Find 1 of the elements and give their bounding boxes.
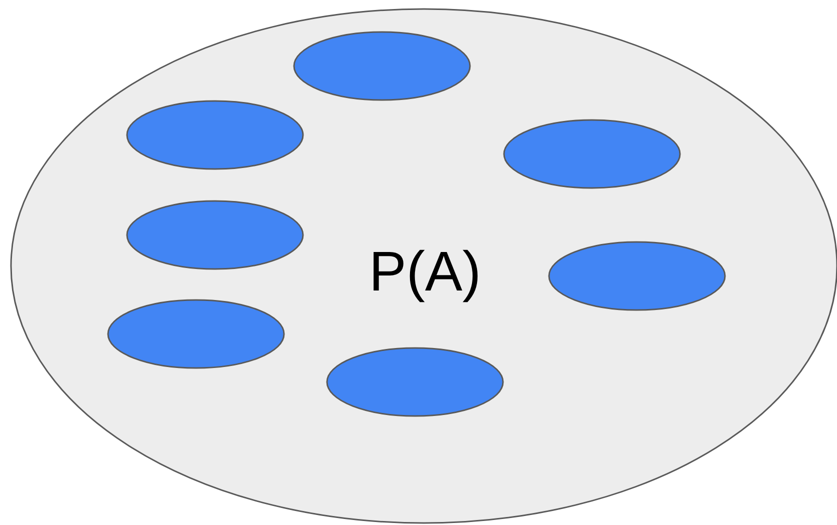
set-label: P(A) xyxy=(369,238,481,304)
